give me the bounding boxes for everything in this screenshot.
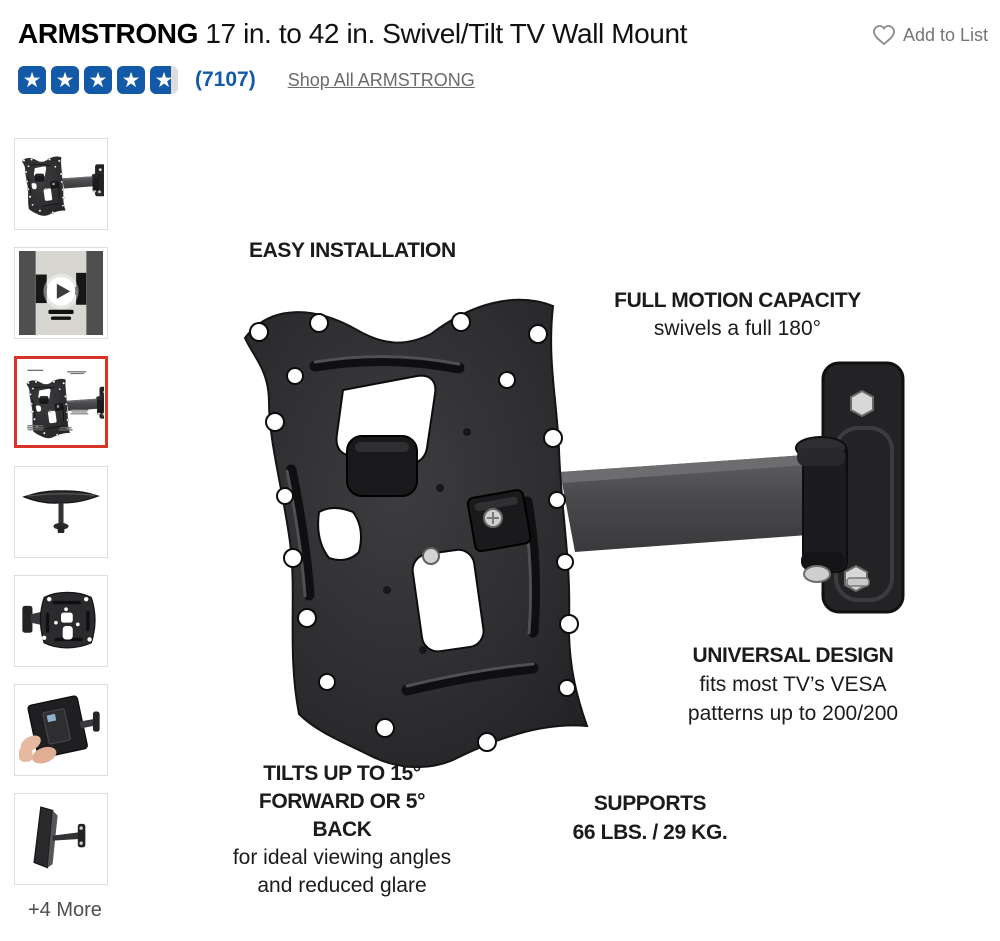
star-icon: ★ xyxy=(18,66,46,94)
callout-tilt-line1: for ideal viewing angles xyxy=(232,846,452,869)
thumbnail-image xyxy=(22,490,100,533)
callout-tilt-title2: FORWARD OR 5° BACK xyxy=(258,790,426,841)
thumbnail-front-view[interactable] xyxy=(14,575,108,667)
thumbnail-image xyxy=(33,806,86,869)
callout-universal-line1: fits most TV’s VESA xyxy=(699,673,887,696)
brand-name: ARMSTRONG xyxy=(18,18,198,49)
thumbnail-installation-hands[interactable] xyxy=(14,684,108,776)
thumbnail-video[interactable] xyxy=(14,247,108,339)
heart-icon xyxy=(873,25,895,46)
callout-tilt: TILTS UP TO 15° FORWARD OR 5° BACK for i… xyxy=(227,760,457,900)
callout-easy-installation: EASY INSTALLATION xyxy=(249,239,456,262)
thumbnail-top-view[interactable] xyxy=(14,466,108,558)
callout-tilt-title1: TILTS UP TO 15° xyxy=(263,762,421,785)
callout-full-motion: FULL MOTION CAPACITY swivels a full 180° xyxy=(595,287,880,343)
play-icon xyxy=(56,283,71,299)
callout-supports: SUPPORTS 66 LBS. / 29 KG. xyxy=(555,789,745,847)
video-preview-image xyxy=(19,251,103,335)
thumbnail-product-angle[interactable] xyxy=(14,138,108,230)
thumbnail-image xyxy=(18,142,104,226)
product-title: 17 in. to 42 in. Swivel/Tilt TV Wall Mou… xyxy=(205,18,688,49)
page-title: ARMSTRONG 17 in. to 42 in. Swivel/Tilt T… xyxy=(18,16,848,52)
thumbnail-image xyxy=(18,369,104,444)
more-thumbnails-link[interactable]: +4 More xyxy=(28,899,102,921)
review-count-link[interactable]: (7107) xyxy=(195,68,256,91)
star-icon: ★ xyxy=(117,66,145,94)
callout-full-motion-title: FULL MOTION CAPACITY xyxy=(614,289,861,312)
rating-row: ★★★★★ (7107) Shop All ARMSTRONG xyxy=(18,66,475,94)
star-icon: ★ xyxy=(150,66,178,94)
thumbnail-image xyxy=(19,695,100,764)
thumbnail-image xyxy=(22,591,96,649)
shop-all-link[interactable]: Shop All ARMSTRONG xyxy=(287,69,475,90)
callout-full-motion-sub: swivels a full 180° xyxy=(653,317,822,340)
callout-tilt-line2: and reduced glare xyxy=(257,874,427,897)
callout-universal-design: UNIVERSAL DESIGN fits most TV’s VESA pat… xyxy=(650,641,936,728)
star-rating: ★★★★★ xyxy=(18,66,183,94)
callout-universal-line2: patterns up to 200/200 xyxy=(687,702,899,725)
thumbnail-infographic-selected[interactable] xyxy=(14,356,108,448)
add-to-list-label: Add to List xyxy=(902,24,988,45)
add-to-list-button[interactable]: Add to List xyxy=(872,24,988,46)
thumbnail-side-view[interactable] xyxy=(14,793,108,885)
callout-supports-title: SUPPORTS xyxy=(593,792,707,815)
star-icon: ★ xyxy=(51,66,79,94)
callout-supports-value: 66 LBS. / 29 KG. xyxy=(572,821,728,844)
callout-universal-title: UNIVERSAL DESIGN xyxy=(692,644,894,667)
star-icon: ★ xyxy=(84,66,112,94)
